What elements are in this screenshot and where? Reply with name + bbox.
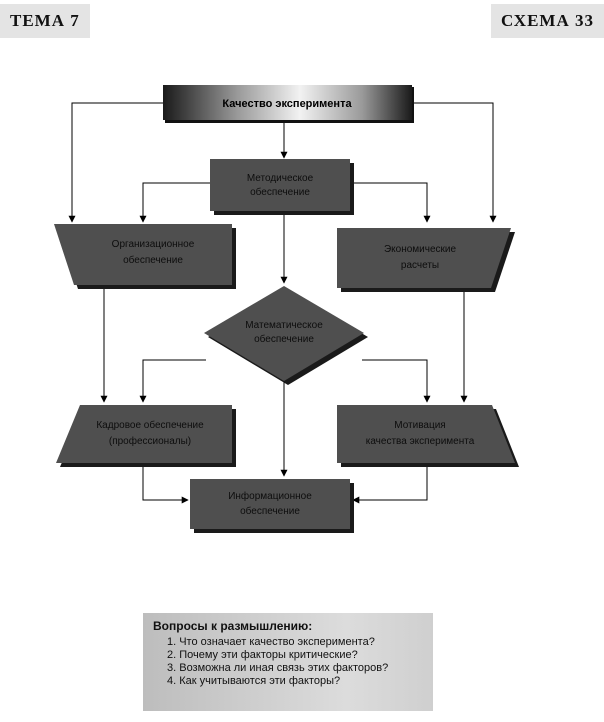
node-economic-label-2: расчеты (401, 260, 439, 271)
node-organizational-label-1: Организационное (112, 239, 195, 250)
scheme-label: СХЕМА 33 (490, 4, 604, 38)
node-methodical-label-2: обеспечение (250, 186, 310, 198)
node-economic-label-1: Экономические (384, 244, 457, 255)
question-item: 3. Возможна ли иная связь этих факторов? (167, 662, 389, 674)
node-information: Информационное обеспечение (190, 479, 354, 533)
node-mathematical-label-1: Математическое (245, 320, 323, 331)
arrow-motivation-to-information (352, 463, 428, 504)
arrow-mathematical-to-motivation (362, 359, 431, 403)
questions-list: 1. Что означает качество эксперимента? 2… (153, 636, 423, 687)
node-staff-label-2: (профессионалы) (109, 435, 191, 447)
node-motivation-label-1: Мотивация (394, 420, 445, 431)
flowchart: Качество эксперимента Методическое обесп… (54, 85, 519, 533)
arrow-methodical-to-organizational (139, 182, 210, 223)
arrow-methodical-to-economic (350, 182, 431, 223)
questions-title: Вопросы к размышлению: (153, 619, 313, 633)
arrow-mathematical-to-staff (139, 359, 206, 403)
question-item: 4. Как учитываются эти факторы? (167, 675, 341, 687)
node-quality-label: Качество эксперимента (222, 98, 352, 110)
node-organizational: Организационное обеспечение (54, 224, 236, 289)
questions-box: Вопросы к размышлению: 1. Что означает к… (143, 613, 433, 711)
node-methodical: Методическое обеспечение (210, 159, 354, 215)
node-staff-label-1: Кадровое обеспечение (96, 419, 204, 431)
connectors (68, 102, 497, 504)
node-mathematical-label-2: обеспечение (254, 333, 314, 345)
arrow-staff-to-information (142, 463, 189, 504)
node-motivation: Мотивация качества эксперимента (337, 405, 519, 467)
node-methodical-label-1: Методическое (247, 173, 314, 184)
topic-label: ТЕМА 7 (0, 4, 90, 38)
node-economic: Экономические расчеты (337, 228, 515, 292)
node-mathematical: Математическое обеспечение (204, 286, 368, 385)
node-quality: Качество эксперимента (163, 85, 414, 123)
node-organizational-label-2: обеспечение (123, 254, 183, 266)
node-motivation-label-2: качества эксперимента (366, 436, 475, 447)
node-information-label-1: Информационное (228, 490, 312, 502)
node-information-label-2: обеспечение (240, 505, 300, 517)
question-item: 2. Почему эти факторы критические? (167, 649, 358, 661)
arrow-top-to-organizational (68, 102, 163, 223)
arrow-top-to-economic (412, 102, 497, 223)
node-staff: Кадровое обеспечение (профессионалы) (56, 405, 236, 467)
question-item: 1. Что означает качество эксперимента? (167, 636, 375, 648)
